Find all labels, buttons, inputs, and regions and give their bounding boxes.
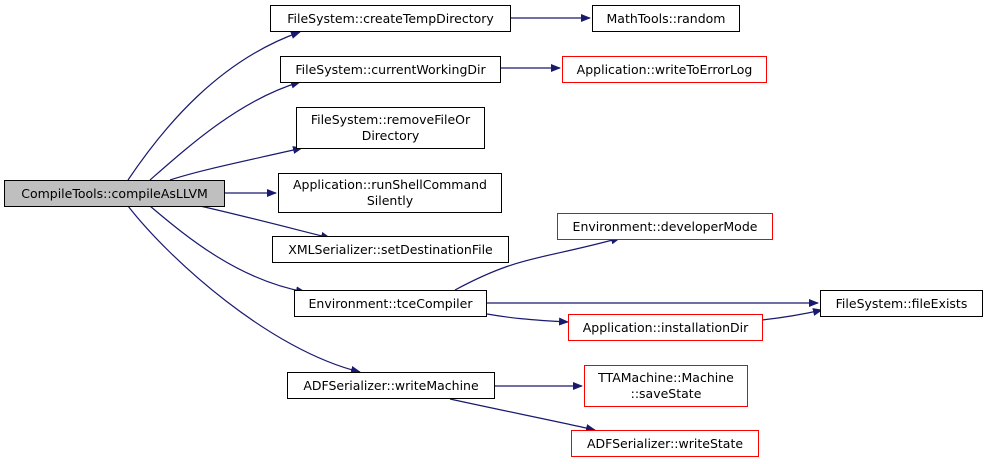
node-label-line-2: Silently [367,193,414,208]
node-label: ADFSerializer::writeMachine [303,378,479,393]
node-run-shell-command-silently[interactable]: Application::runShellCommand Silently [278,173,502,213]
node-label: MathTools::random [607,11,726,26]
node-label: CompileTools::compileAsLLVM [21,186,208,201]
edge-write-machine-to-write-state [449,398,596,432]
node-installation-dir[interactable]: Application::installationDir [568,314,763,341]
edge-compile-to-create-temp [127,31,301,181]
node-label-line-1: Application::runShellCommand [293,177,487,192]
node-label: Application::writeToErrorLog [577,62,753,77]
node-tce-compiler[interactable]: Environment::tceCompiler [294,290,487,317]
node-current-working-dir[interactable]: FileSystem::currentWorkingDir [280,56,501,83]
node-label-line-1: FileSystem::removeFileOr [311,112,471,127]
edge-compile-to-tce-compiler [149,205,306,295]
edge-compile-to-remove [169,146,303,181]
node-label: FileSystem::fileExists [836,296,968,311]
node-label: XMLSerializer::setDestinationFile [288,242,493,257]
edge-compile-to-current-dir [149,80,301,181]
node-developer-mode[interactable]: Environment::developerMode [557,213,773,240]
node-label-line-2: ::saveState [631,386,702,401]
node-remove-file-or-directory[interactable]: FileSystem::removeFileOr Directory [296,107,485,149]
node-label: Environment::developerMode [573,219,758,234]
node-label: FileSystem::currentWorkingDir [295,62,486,77]
node-label-line-1: TTAMachine::Machine [597,370,734,385]
node-label: ADFSerializer::writeState [587,436,743,451]
node-machine-save-state[interactable]: TTAMachine::Machine ::saveState [584,365,748,407]
edge-compile-to-write-machine [127,205,361,374]
node-write-to-error-log[interactable]: Application::writeToErrorLog [562,56,767,83]
edge-tce-to-installation-dir [486,313,569,326]
node-label: Application::installationDir [583,320,749,335]
node-create-temp-directory[interactable]: FileSystem::createTempDirectory [270,5,511,32]
node-write-state[interactable]: ADFSerializer::writeState [571,430,759,457]
node-label-line-2: Directory [362,128,420,143]
node-label: FileSystem::createTempDirectory [287,11,494,26]
edge-installation-to-file-exists [761,308,823,321]
edges [127,14,823,432]
edge-tce-to-developer-mode [454,236,621,291]
node-math-random[interactable]: MathTools::random [592,5,740,32]
node-label: Environment::tceCompiler [309,296,474,311]
node-set-destination-file[interactable]: XMLSerializer::setDestinationFile [272,236,509,263]
node-write-machine[interactable]: ADFSerializer::writeMachine [287,372,495,399]
edge-compile-to-set-destination [199,205,331,240]
node-compile-as-llvm[interactable]: CompileTools::compileAsLLVM [4,180,225,207]
node-file-exists[interactable]: FileSystem::fileExists [820,290,983,317]
